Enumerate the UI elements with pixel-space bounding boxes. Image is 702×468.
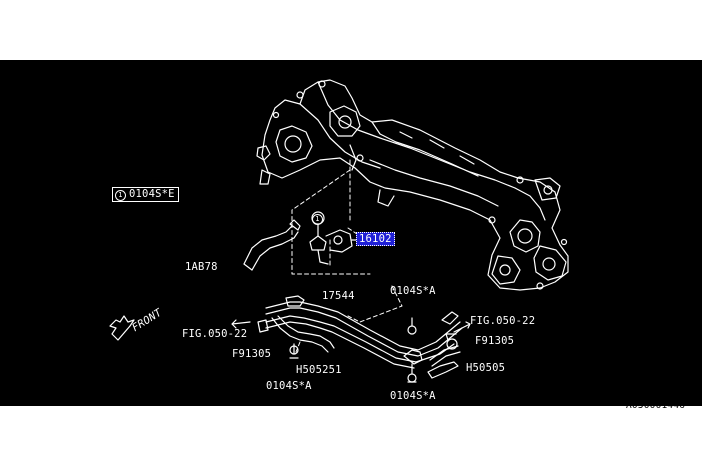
part-label-1ab78[interactable]: 1AB78 [185,261,218,273]
part-label-16102[interactable]: 16102 [356,232,395,246]
part-label-bolt-top[interactable]: 0104S*A [390,285,436,297]
part-label-bolt-bottom-left[interactable]: 0104S*A [266,380,312,392]
arrow-right-fig [453,321,471,333]
fig-ref-right[interactable]: FIG.050-22 [470,315,536,327]
arrow-left-fig [231,319,251,329]
circle-marker-valve: 1 [312,212,326,225]
part-label-f91305-right[interactable]: F91305 [475,335,515,347]
pipe-assembly-17544 [257,295,463,383]
diagram-id: A050001446 [626,400,686,411]
part-label-h50505[interactable]: H50505 [466,362,506,374]
part-label-bolt-bottom-right[interactable]: 0104S*A [390,390,436,402]
front-arrow [109,315,135,341]
leader-lines-dashed [291,159,403,353]
hose-1ab78 [243,219,301,271]
fig-ref-left[interactable]: FIG.050-22 [182,328,248,340]
reference-circle-marker: 1 [115,190,126,201]
parts-drawing [109,79,569,383]
intake-manifold [256,79,569,291]
part-label-17544[interactable]: 17544 [322,290,355,302]
reference-code: 0104S*E [129,188,175,200]
hose-h50505 [427,333,461,379]
valve-assembly [309,211,359,265]
part-label-h505251[interactable]: H505251 [296,364,342,376]
part-label-f91305-left[interactable]: F91305 [232,348,272,360]
